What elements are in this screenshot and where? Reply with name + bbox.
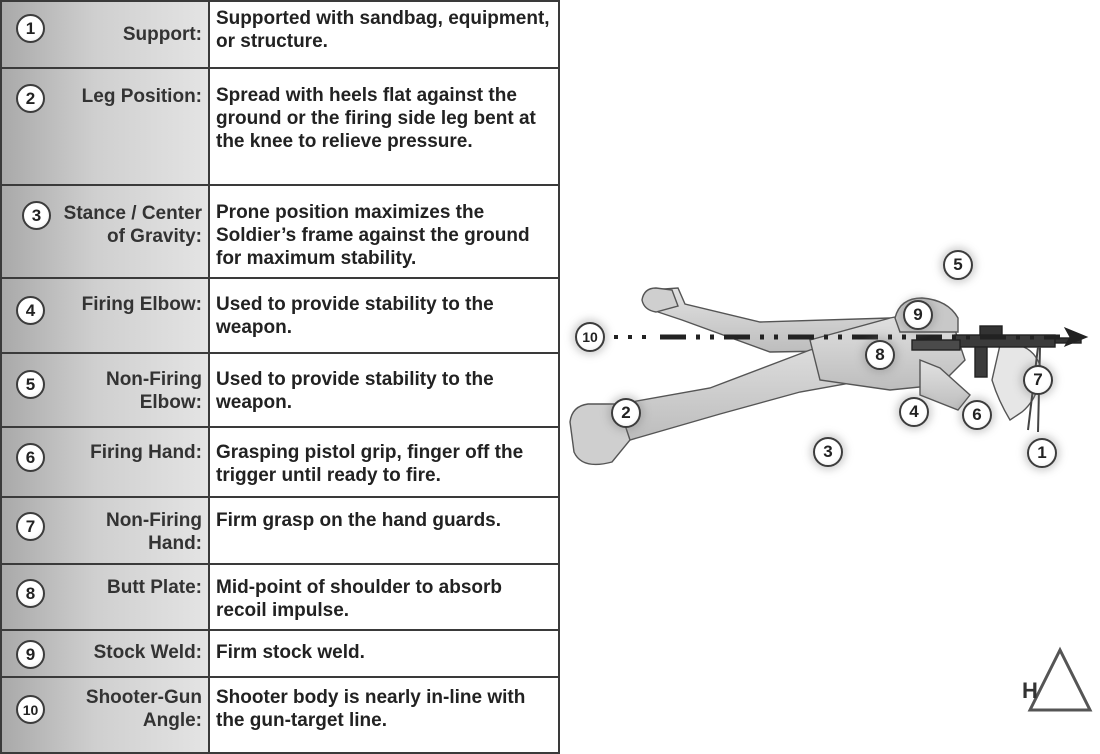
figure-tag-triangle xyxy=(1027,646,1093,712)
callout-butt-plate: 8 xyxy=(865,340,895,370)
row-label: Support: xyxy=(122,24,202,45)
row-label: Firing Elbow: xyxy=(81,294,202,315)
firing-arm xyxy=(919,358,971,411)
callout-firing-hand: 6 xyxy=(962,400,992,430)
gun-target-line xyxy=(600,326,1089,348)
row-description: Grasping pistol grip, finger off the tri… xyxy=(208,426,560,498)
position-elements-table: 1 Support: Supported with sandbag, equip… xyxy=(0,0,560,754)
prone-shooter-illustration xyxy=(569,287,1093,712)
table-row: 6 Firing Hand: Grasping pistol grip, fin… xyxy=(0,426,560,498)
row-label-cell: 10 Shooter-Gun Angle: xyxy=(0,676,210,754)
row-label-cell: 9 Stock Weld: xyxy=(0,629,210,678)
figure-tag-label: H xyxy=(1022,678,1038,703)
row-number-badge: 6 xyxy=(16,443,45,472)
row-description: Used to provide stability to the weapon. xyxy=(208,352,560,428)
table-row: 8 Butt Plate: Mid-point of shoulder to a… xyxy=(0,563,560,631)
row-description: Supported with sandbag, equipment, or st… xyxy=(208,0,560,69)
callout-non-firing-hand: 7 xyxy=(1023,365,1053,395)
row-label: Non-Firing Elbow: xyxy=(105,369,202,413)
raised-boot xyxy=(641,287,679,313)
callout-firing-elbow: 4 xyxy=(899,397,929,427)
row-label: Firing Hand: xyxy=(90,442,202,463)
table-row: 7 Non-Firing Hand: Firm grasp on the han… xyxy=(0,496,560,565)
row-number-badge: 2 xyxy=(16,84,45,113)
row-number-badge: 4 xyxy=(16,296,45,325)
row-label-cell: 8 Butt Plate: xyxy=(0,563,210,631)
row-description: Firm grasp on the hand guards. xyxy=(208,496,560,565)
row-label: Leg Position: xyxy=(81,86,202,107)
row-label-cell: 1 Support: xyxy=(0,0,210,69)
row-label-cell: 7 Non-Firing Hand: xyxy=(0,496,210,565)
row-number-badge: 9 xyxy=(16,640,45,669)
table-row: 4 Firing Elbow: Used to provide stabilit… xyxy=(0,277,560,354)
row-label-cell: 3 Stance / Center of Gravity: xyxy=(0,184,210,279)
row-description: Mid-point of shoulder to absorb recoil i… xyxy=(208,563,560,631)
table-row: 1 Support: Supported with sandbag, equip… xyxy=(0,0,560,69)
callout-leg-position: 2 xyxy=(611,398,641,428)
row-description: Used to provide stability to the weapon. xyxy=(208,277,560,354)
row-description: Firm stock weld. xyxy=(208,629,560,678)
callout-support: 1 xyxy=(1027,438,1057,468)
table-row: 9 Stock Weld: Firm stock weld. xyxy=(0,629,560,678)
row-label: Butt Plate: xyxy=(107,577,202,598)
row-label: Stock Weld: xyxy=(93,642,202,663)
table-row: 10 Shooter-Gun Angle: Shooter body is ne… xyxy=(0,676,560,754)
row-number-badge: 1 xyxy=(16,14,45,43)
row-description: Shooter body is nearly in-line with the … xyxy=(208,676,560,754)
rifle-stock xyxy=(911,339,961,351)
rifle-magazine xyxy=(974,346,988,378)
row-label-cell: 6 Firing Hand: xyxy=(0,426,210,498)
non-firing-arm xyxy=(991,343,1041,421)
row-number-badge: 7 xyxy=(16,512,45,541)
row-number-badge: 3 xyxy=(22,201,51,230)
table-row: 3 Stance / Center of Gravity: Prone posi… xyxy=(0,184,560,279)
row-label: Non-Firing Hand: xyxy=(105,510,202,554)
row-label: Shooter-Gun Angle: xyxy=(85,687,202,731)
row-label-cell: 4 Firing Elbow: xyxy=(0,277,210,354)
callout-stock-weld: 9 xyxy=(903,300,933,330)
row-label-cell: 5 Non-Firing Elbow: xyxy=(0,352,210,428)
callout-non-firing-elbow: 5 xyxy=(943,250,973,280)
row-description: Prone position maximizes the Soldier’s f… xyxy=(208,184,560,279)
row-number-badge: 10 xyxy=(16,695,45,724)
callout-center-of-gravity: 3 xyxy=(813,437,843,467)
row-description: Spread with heels flat against the groun… xyxy=(208,67,560,186)
target-arrow xyxy=(1063,326,1089,348)
table-row: 2 Leg Position: Spread with heels flat a… xyxy=(0,67,560,186)
row-label: Stance / Center of Gravity: xyxy=(63,203,202,247)
row-number-badge: 8 xyxy=(16,579,45,608)
callout-shooter-gun-angle: 10 xyxy=(575,322,605,352)
rifle-sight xyxy=(979,325,1003,336)
table-row: 5 Non-Firing Elbow: Used to provide stab… xyxy=(0,352,560,428)
row-number-badge: 5 xyxy=(16,370,45,399)
row-label-cell: 2 Leg Position: xyxy=(0,67,210,186)
